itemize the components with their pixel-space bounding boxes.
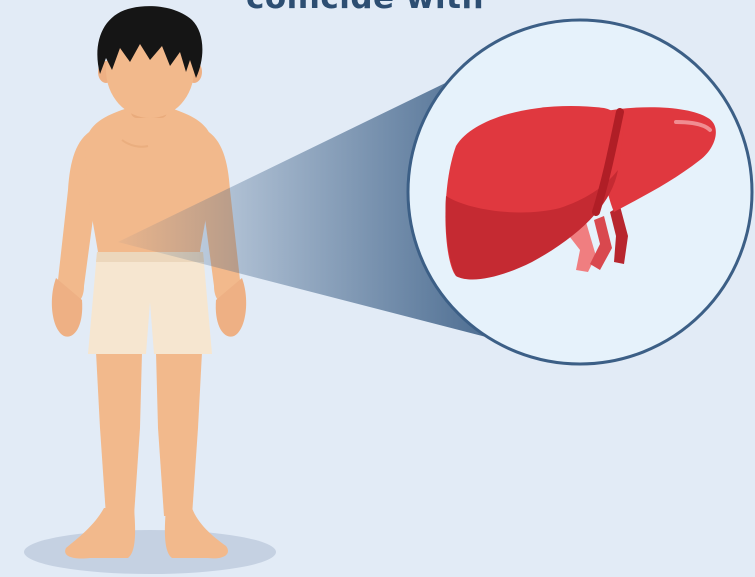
left-leg (96, 352, 142, 516)
magnifier-circle-icon (408, 20, 752, 364)
right-foot (165, 508, 228, 558)
child-figure-icon (52, 6, 246, 558)
floor-shadow (24, 530, 276, 574)
left-foot (65, 508, 135, 559)
right-leg (156, 352, 202, 516)
shorts (88, 252, 212, 354)
